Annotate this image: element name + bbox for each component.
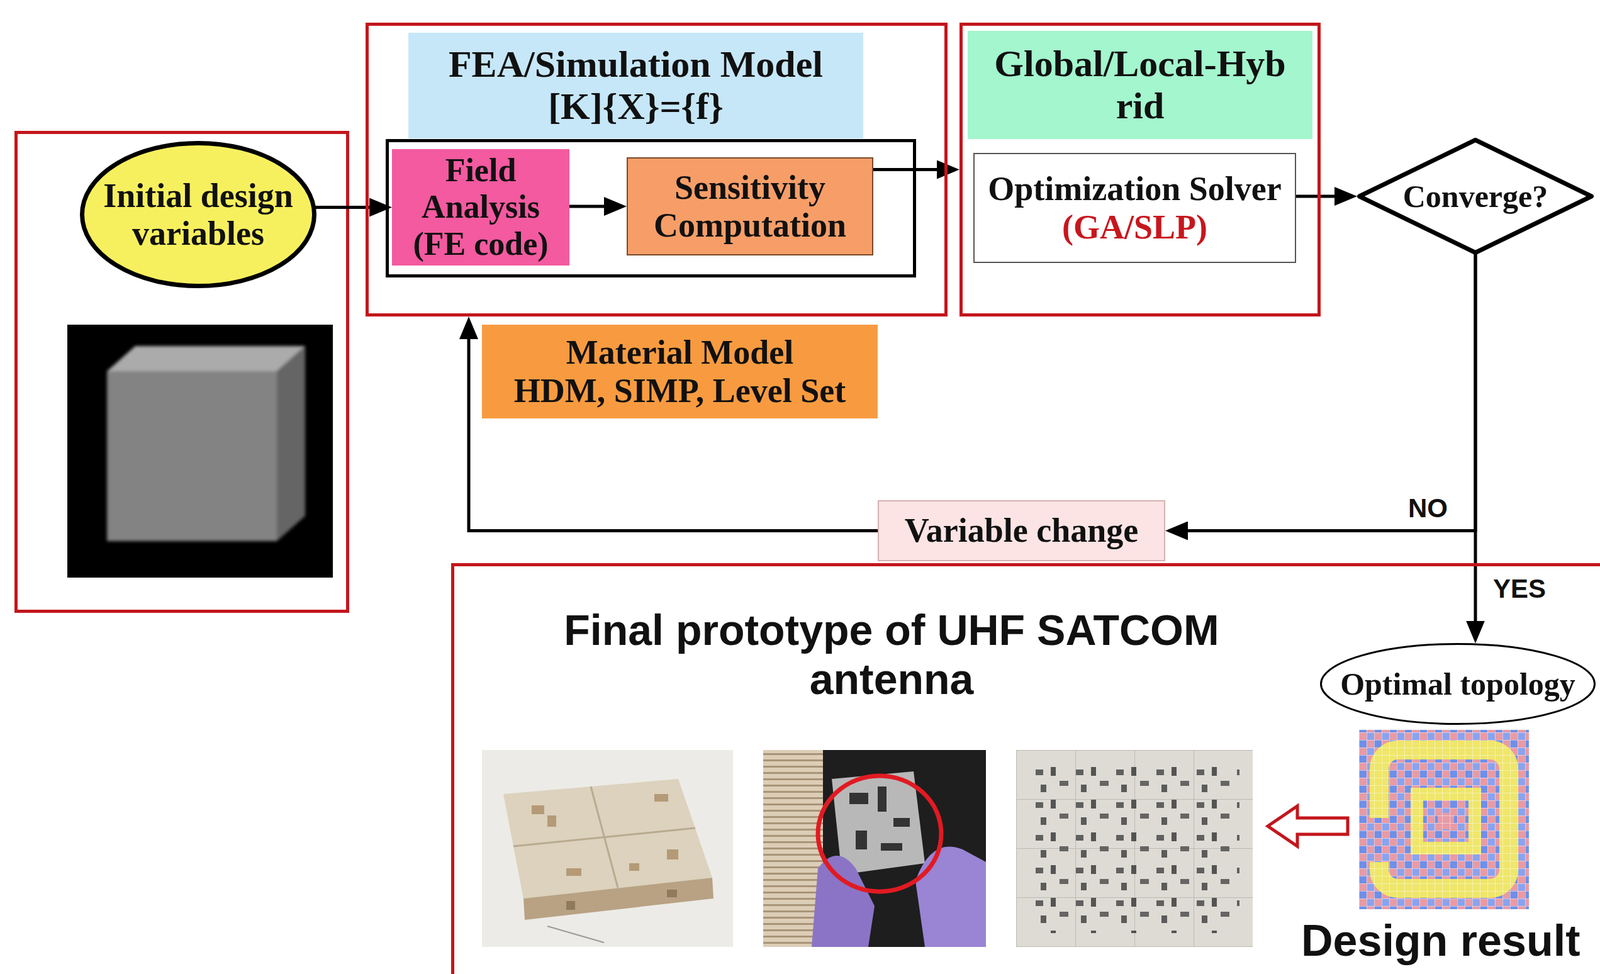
cube-image xyxy=(67,324,333,578)
node-label: Optimal topology xyxy=(1340,666,1576,702)
group-frame: Optimization Solver(GA/SLP) Global/Local-… xyxy=(959,22,1321,317)
process-box: Field Analysis (FE code) xyxy=(391,149,570,266)
node-label: Optimization Solver xyxy=(987,169,1282,208)
node-sublabel: [K]{X}={f} xyxy=(548,85,724,128)
branch-label: YES xyxy=(1490,574,1549,604)
label-area: Material ModelHDM, SIMP, Level Set xyxy=(486,328,873,415)
label-area: Initial design variables xyxy=(98,166,298,263)
cube-face xyxy=(106,371,277,542)
glove xyxy=(915,846,986,947)
start-ellipse: Initial design variables xyxy=(79,140,317,289)
node-label: Field Analysis (FE code) xyxy=(395,152,566,263)
header-band: Global/Local-Hyb rid xyxy=(967,30,1313,140)
solver-box: Optimization Solver(GA/SLP) xyxy=(973,152,1297,263)
design-result-label: Design result xyxy=(1301,918,1580,963)
photo-ground xyxy=(481,749,733,947)
prototype-photo xyxy=(1016,749,1253,947)
pixel-grid xyxy=(1359,729,1529,910)
node-label: Converge? xyxy=(1403,178,1549,214)
node-label: FEA/Simulation Model xyxy=(448,43,823,86)
node-sublabel: HDM, SIMP, Level Set xyxy=(514,371,846,410)
patch xyxy=(855,830,868,850)
pixel-field xyxy=(1359,729,1529,910)
group-frame: Optimal topology Final prototype of UHF S… xyxy=(451,563,1600,974)
patch xyxy=(893,817,910,827)
photo-ground xyxy=(1016,749,1253,947)
diamond-outline xyxy=(1359,140,1592,253)
prototype-photo xyxy=(763,749,986,947)
group-frame xyxy=(16,132,348,612)
sheet-stack xyxy=(763,749,823,947)
image-ground xyxy=(67,324,333,578)
flow-arrow xyxy=(313,205,380,209)
node-label: Variable change xyxy=(904,511,1139,550)
patch-layer xyxy=(1031,764,1240,934)
label-area: Converge? xyxy=(1394,166,1556,227)
flow-arrow xyxy=(1474,253,1478,632)
photo-ground xyxy=(763,749,986,947)
result-ellipse: Optimal topology xyxy=(1320,643,1596,725)
patch xyxy=(566,900,576,910)
label-area: Variable change xyxy=(882,503,1161,558)
antenna-top xyxy=(503,778,713,899)
label-area: Field Analysis (FE code) xyxy=(395,151,566,263)
flow-arrow xyxy=(569,205,615,209)
title-area: Final prototype of UHF SATCOM antenna xyxy=(532,600,1251,708)
node-label: Sensitivity Computation xyxy=(632,168,868,245)
process-box: Sensitivity Computation xyxy=(626,157,874,256)
patch xyxy=(629,863,640,871)
node-label: Material Model xyxy=(566,333,794,372)
ruler-mark xyxy=(547,926,605,943)
ellipse-outline xyxy=(82,143,315,287)
label-area: Optimal topology xyxy=(1332,654,1584,714)
patch xyxy=(877,786,887,812)
node-label: Final prototype of UHF SATCOM antenna xyxy=(537,605,1246,704)
node-label: Global/Local-Hyb rid xyxy=(972,42,1308,128)
cube-face xyxy=(106,346,306,372)
patch xyxy=(654,794,669,802)
process-box: Variable change xyxy=(877,500,1166,562)
decision-diamond: Converge? xyxy=(1357,137,1594,255)
node-label: Initial design variables xyxy=(98,176,298,253)
flow-arrow xyxy=(873,167,947,172)
patch xyxy=(666,849,679,860)
label-area: Sensitivity Computation xyxy=(632,162,868,251)
hollow-arrow xyxy=(1267,805,1348,847)
group-frame: Field Analysis (FE code) Sensitivity Comp… xyxy=(365,22,948,317)
cube-face xyxy=(276,346,306,542)
glove xyxy=(811,855,875,947)
patch xyxy=(880,843,903,851)
material-box: Material ModelHDM, SIMP, Level Set xyxy=(481,324,878,419)
design-result-image xyxy=(1359,729,1529,910)
antenna-side xyxy=(523,877,714,920)
label-area: Optimization Solver(GA/SLP) xyxy=(979,159,1290,257)
flow-arrow xyxy=(1177,253,1476,532)
tile-seam xyxy=(513,827,696,847)
patch xyxy=(566,868,582,876)
tile-grid xyxy=(1016,749,1253,947)
inner-frame xyxy=(387,140,915,277)
patch xyxy=(531,805,545,815)
highlight-circle xyxy=(817,775,942,892)
patch xyxy=(547,815,557,827)
header-band: FEA/Simulation Model[K]{X}={f} xyxy=(408,32,864,139)
patch xyxy=(666,889,677,898)
patch xyxy=(849,792,869,805)
cube xyxy=(106,346,306,542)
node-sublabel: (GA/SLP) xyxy=(1062,208,1208,247)
branch-label: NO xyxy=(1405,493,1451,523)
prototype-photo xyxy=(481,749,733,947)
ellipse-outline xyxy=(1321,644,1595,725)
